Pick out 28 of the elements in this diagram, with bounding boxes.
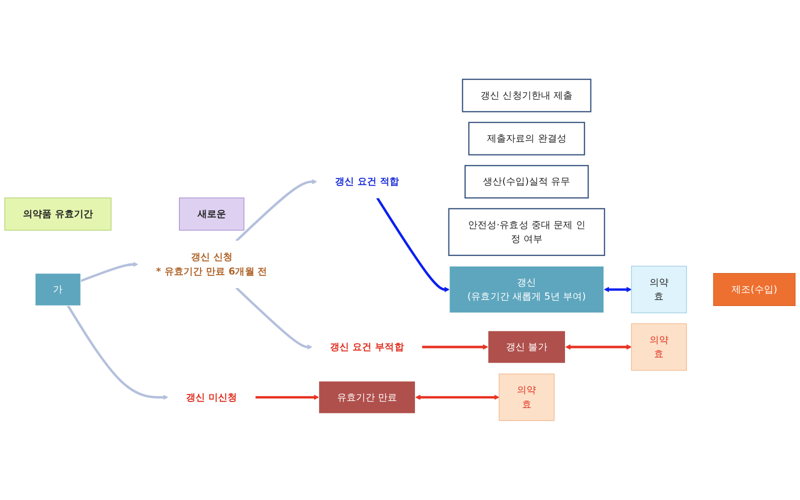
node-box: 갱신 (유효기간 새롭게 5년 부여)	[449, 266, 604, 314]
node-box: 생산(수입)실적 유무	[464, 164, 589, 198]
node-text: 갱신 미신청	[186, 391, 238, 403]
arrow	[80, 262, 138, 282]
arrow	[565, 344, 632, 350]
node-box: 제출자료의 완결성	[468, 122, 586, 156]
node-box: 제조(수입)	[713, 273, 796, 306]
arrow	[604, 286, 632, 292]
node-box: 안전성·유효성 중대 문제 인정 여부	[448, 208, 606, 256]
arrow	[235, 286, 312, 350]
node-box: 의약 효	[631, 266, 687, 314]
node-box: 갱신 신청기한내 제출	[462, 78, 592, 112]
arrow	[235, 179, 318, 242]
arrow	[376, 197, 450, 292]
arrow	[422, 344, 488, 350]
node-box: 의약 효	[631, 323, 687, 371]
node-box: 갱신 불가	[488, 330, 566, 364]
node-box: 의약 효	[498, 374, 554, 421]
node-box: 의약품 유효기간	[4, 198, 112, 231]
arrow	[415, 394, 500, 400]
node-text: 갱신 신청 * 유효기간 만료 6개월 전	[156, 251, 268, 277]
node-box: 새로운	[179, 198, 244, 231]
node-box: 가	[34, 273, 82, 306]
node-text: 갱신 요건 적합	[334, 176, 400, 188]
node-text: 갱신 요건 부적합	[330, 341, 404, 352]
arrow	[255, 394, 320, 400]
arrow	[66, 305, 168, 400]
node-box: 유효기간 만료	[318, 380, 416, 414]
